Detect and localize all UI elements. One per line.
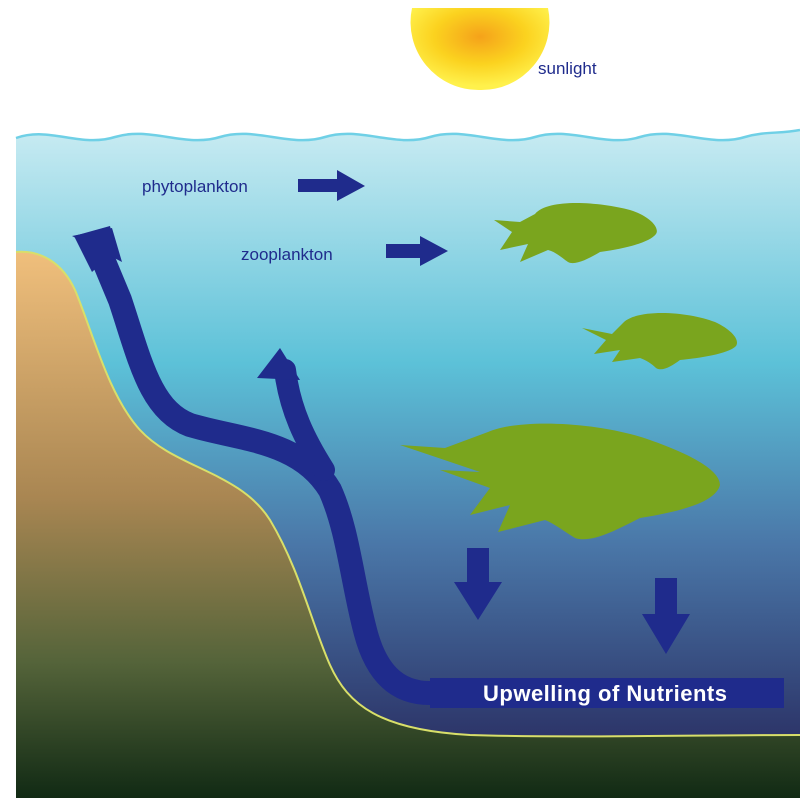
zooplankton-label: zooplankton <box>241 245 333 264</box>
sunlight-label: sunlight <box>538 59 597 78</box>
upwelling-label: Upwelling of Nutrients <box>483 681 727 706</box>
phytoplankton-label: phytoplankton <box>142 177 248 196</box>
sun-icon <box>411 8 550 90</box>
